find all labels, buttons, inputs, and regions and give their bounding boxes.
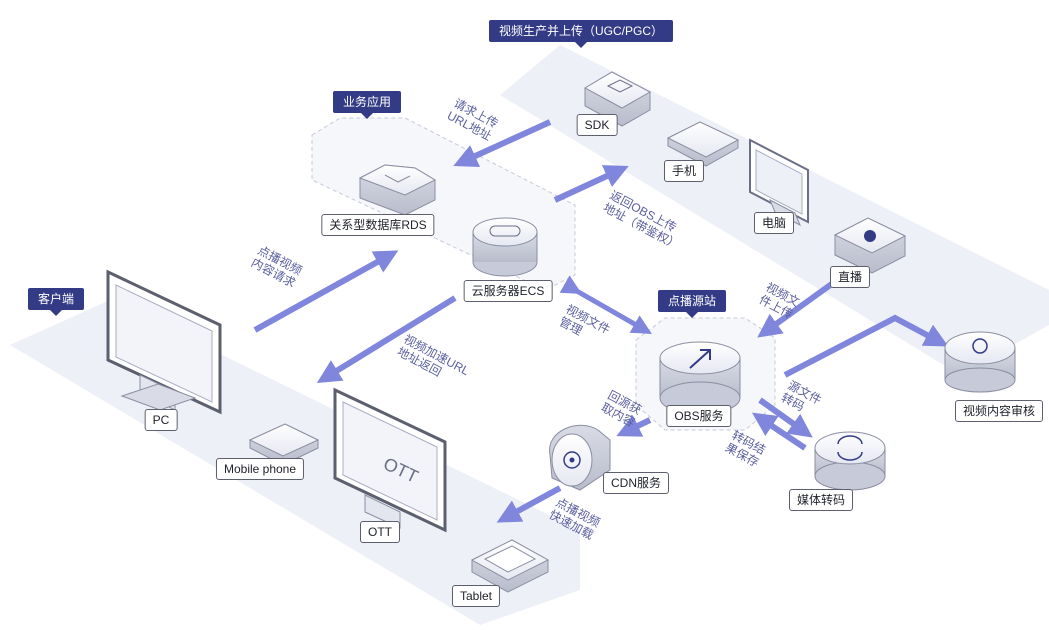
pc-label: PC	[144, 409, 178, 431]
arrow-audit	[783, 314, 949, 378]
mobile-phone-label: Mobile phone	[215, 458, 305, 480]
live-label: 直播	[829, 266, 871, 288]
transcode-label: 媒体转码	[788, 489, 854, 511]
flow-arrows	[253, 119, 949, 523]
computer-label: 电脑	[753, 212, 795, 234]
mobile-phone-icon	[248, 423, 320, 466]
cdn-label: CDN服务	[603, 472, 669, 494]
audit-label: 视频内容审核	[954, 400, 1044, 422]
group-title-client: 客户端	[28, 288, 85, 316]
audit-icon	[944, 331, 1016, 393]
cdn-icon	[549, 424, 611, 491]
sdk-icon	[583, 71, 652, 127]
ott-label: OTT	[360, 521, 400, 543]
rds-label: 关系型数据库RDS	[321, 214, 435, 236]
arrow-video-upload	[757, 275, 842, 338]
live-icon	[833, 217, 907, 274]
arrow-transcode-save	[752, 412, 807, 451]
arrow-back-source	[616, 414, 652, 437]
group-title-vod: 点播源站	[658, 290, 727, 318]
phone-icon	[666, 121, 740, 167]
transcode-icon	[814, 431, 886, 491]
arrow-source-file	[758, 397, 813, 438]
ott-monitor-icon	[333, 387, 447, 533]
arrow-accel-url	[316, 295, 457, 384]
group-title-upload: 视频生产并上传（UGC/PGC）	[489, 20, 674, 48]
ecs-label: 云服务器ECS	[463, 280, 553, 302]
sdk-label: SDK	[576, 114, 618, 136]
arrow-fast-load	[496, 485, 562, 523]
group-title-business: 业务应用	[333, 91, 402, 119]
arrow-return-obs	[553, 165, 629, 203]
obs-label: OBS服务	[666, 405, 732, 427]
tablet-icon	[470, 539, 550, 593]
phone-label: 手机	[663, 160, 705, 182]
tablet-label: Tablet	[451, 585, 501, 607]
arrow-request-url	[453, 119, 552, 167]
ecs-icon	[472, 217, 538, 277]
arrow-file-mgmt	[559, 275, 652, 334]
rds-icon	[358, 164, 437, 216]
pc-monitor-icon	[106, 269, 222, 415]
obs-icon	[659, 341, 741, 415]
arrow-vod-request	[253, 250, 399, 333]
